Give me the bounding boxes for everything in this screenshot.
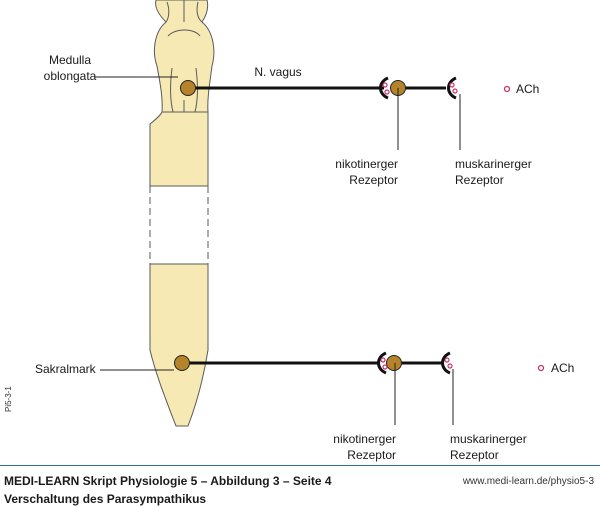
nicotinic-label-upper: nikotinerger [335, 157, 398, 171]
nicotinic-rezeptor-upper: Rezeptor [349, 173, 398, 187]
nicotinic-receptor-upper [379, 76, 389, 100]
ach-label-upper: ACh [516, 82, 539, 96]
muscarinic-rezeptor-upper: Rezeptor [455, 173, 504, 187]
footer-subtitle: Verschaltung des Parasympathikus [4, 492, 207, 506]
preganglionic-soma-lower [174, 355, 190, 371]
preganglionic-soma-upper [180, 80, 196, 96]
muscarinic-receptor-upper [447, 76, 457, 100]
nicotinic-receptor-lower [377, 351, 387, 375]
ach-legend-dot-upper [503, 85, 511, 93]
footer-url[interactable]: www.medi-learn.de/physio5-3 [462, 476, 594, 487]
sakralmark-label: Sakralmark [35, 362, 97, 376]
brainstem [153, 0, 215, 113]
muscarinic-label-upper: muskarinerger [455, 157, 532, 171]
vagus-label: N. vagus [254, 65, 301, 79]
medulla-label-line2: oblongata [44, 69, 97, 83]
footer-divider [0, 465, 600, 466]
ach-legend-dot-lower [537, 364, 545, 372]
ach-label-lower: ACh [551, 361, 574, 375]
lower-pathway [174, 351, 454, 425]
figure-code: Pi5-3-1 [4, 386, 13, 412]
muscarinic-rezeptor-lower: Rezeptor [450, 448, 499, 462]
ganglion-soma-lower [386, 355, 402, 371]
parasympathetic-diagram: Medulla oblongata N. vagus ACh nikotiner… [4, 0, 574, 462]
upper-pathway [180, 76, 461, 150]
muscarinic-receptor-lower [441, 351, 451, 375]
medulla-label-line1: Medulla [49, 53, 91, 67]
muscarinic-label-lower: muskarinerger [450, 432, 527, 446]
nicotinic-label-lower: nikotinerger [333, 432, 396, 446]
nicotinic-rezeptor-lower: Rezeptor [347, 448, 396, 462]
spinal-cord [149, 111, 209, 427]
footer-caption: MEDI-LEARN Skript Physiologie 5 – Abbild… [4, 474, 332, 488]
